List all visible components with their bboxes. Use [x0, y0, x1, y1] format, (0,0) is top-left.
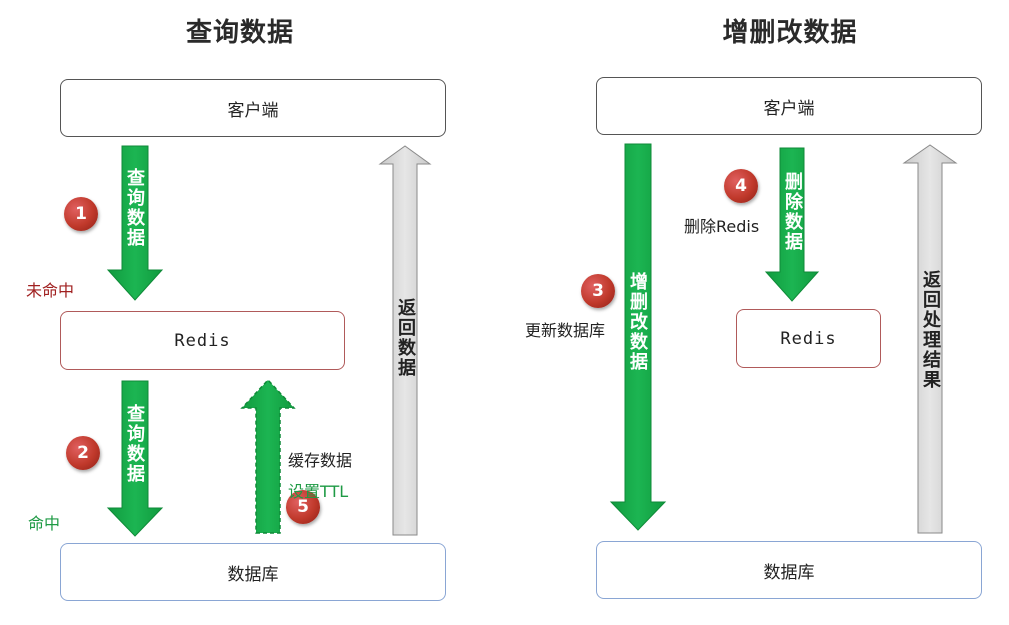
arrow-cache-db-to-redis [240, 378, 296, 534]
arrow-update-client-to-db [609, 143, 667, 531]
arrow-delete-label: 删除数据 [782, 172, 803, 252]
arrow-update-label: 增删改数据 [627, 272, 648, 372]
arrow-query-client-to-redis [106, 145, 164, 301]
hit-label: 命中 [28, 514, 61, 533]
left-panel-title: 查询数据 [185, 18, 294, 48]
arrow-delete-client-to-redis [764, 147, 820, 302]
arrow-return-result [902, 144, 958, 534]
arrow-query-redis-to-db [106, 380, 164, 537]
arrow-return-db-to-client [378, 145, 432, 536]
left-redis-box: Redis [60, 311, 345, 370]
left-db-box: 数据库 [60, 543, 446, 601]
left-client-box: 客户端 [60, 79, 446, 137]
arrow-return-result-label: 返回处理结果 [920, 270, 941, 390]
ttl-label: 设置TTL [288, 482, 349, 501]
step-badge-1: 1 [64, 197, 98, 231]
step-badge-2: 2 [66, 436, 100, 470]
miss-label: 未命中 [26, 281, 75, 300]
right-client-box: 客户端 [596, 77, 982, 135]
right-panel-title: 增删改数据 [722, 18, 858, 48]
right-redis-box: Redis [736, 309, 881, 368]
arrow-query-top-label: 查询数据 [124, 168, 145, 248]
step-badge-3: 3 [581, 274, 615, 308]
update-db-label: 更新数据库 [525, 321, 606, 340]
arrow-query-bottom-label: 查询数据 [124, 404, 145, 484]
step-badge-4: 4 [724, 169, 758, 203]
step-badge-5: 5 [286, 490, 320, 524]
arrow-return-label: 返回数据 [395, 298, 416, 378]
right-db-box: 数据库 [596, 541, 982, 599]
cache-label: 缓存数据 [288, 451, 353, 470]
delete-redis-label: 删除Redis [684, 217, 760, 236]
